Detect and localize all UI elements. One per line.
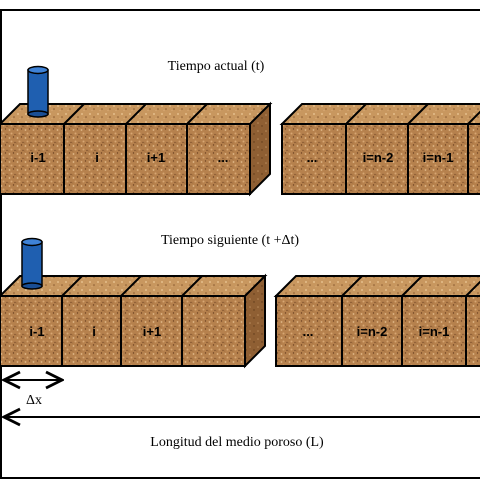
bottom-right-cell-label-0: ...: [303, 324, 314, 339]
bottom-left-block-group: [0, 273, 268, 369]
caption-next-time: Tiempo siguiente (t +Δt): [161, 233, 299, 248]
top-cell-label-2: i+1: [147, 150, 165, 165]
top-right-cell-label-2: i=n-1: [423, 150, 454, 165]
bottom-cell-label-1: i: [92, 324, 96, 339]
top-right-cell-label-1: i=n-2: [363, 150, 394, 165]
caption-current-time: Tiempo actual (t): [168, 59, 265, 74]
bottom-injector-icon: [21, 237, 43, 290]
outer-frame: [0, 9, 480, 479]
bottom-right-cell-label-2: i=n-1: [419, 324, 450, 339]
top-injector-icon: [27, 65, 49, 118]
top-cell-label-0: i-1: [30, 150, 45, 165]
length-label: Longitud del medio poroso (L): [150, 435, 324, 450]
top-right-cell-label-0: ...: [307, 150, 318, 165]
top-cell-label-3: ...: [218, 150, 229, 165]
bottom-right-cell-label-1: i=n-2: [357, 324, 388, 339]
top-right-block-group: [279, 103, 480, 195]
top-cell-label-1: i: [95, 150, 99, 165]
top-left-block-group: [0, 101, 273, 197]
bottom-cell-label-0: i-1: [29, 324, 44, 339]
delta-x-label: Δx: [26, 393, 42, 408]
bottom-right-block-group: [273, 275, 480, 367]
bottom-cell-label-2: i+1: [143, 324, 161, 339]
